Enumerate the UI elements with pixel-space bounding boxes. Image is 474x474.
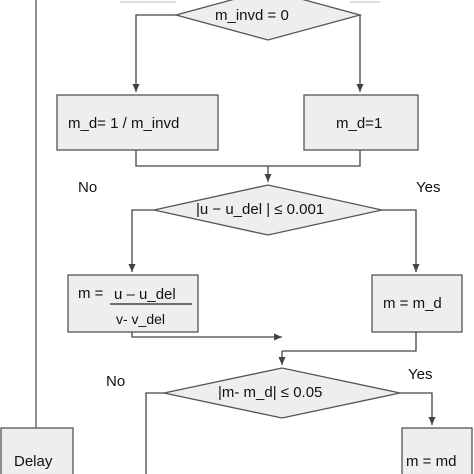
box-m-fraction-numerator: u – u_del <box>114 286 176 303</box>
edge-fraction-merge <box>131 332 282 341</box>
box-md-div <box>56 94 219 151</box>
decision-bottom-label: |m- m_d| ≤ 0.05 <box>218 384 323 401</box>
box-m-fraction-denominator: v- v_del <box>116 311 166 327</box>
box-m-eq-md2 <box>401 427 473 474</box>
box-delay <box>0 427 74 474</box>
edge-bottom-yes <box>400 392 436 425</box>
edge-label-no-1: No <box>78 179 98 196</box>
box-delay-label: Delay <box>14 453 53 470</box>
edge-label-yes-2: Yes <box>408 366 433 383</box>
edge-middle-yes <box>382 209 420 272</box>
box-md-div-label: m_d= 1 / m_invd <box>68 115 180 132</box>
box-md-one <box>303 94 419 151</box>
box-md-one-label: m_d=1 <box>336 115 383 132</box>
edge-top-left <box>132 14 176 92</box>
box-m-fraction-prefix: m = <box>78 285 104 302</box>
box-m-eq-md-label: m = m_d <box>383 295 442 312</box>
edge-md-one-merge <box>268 150 361 167</box>
edge-label-yes-1: Yes <box>416 179 441 196</box>
box-m-eq-md <box>371 274 463 333</box>
edge-bottom-no <box>145 392 164 474</box>
decision-top-label: m_invd = 0 <box>215 7 289 24</box>
decision-middle-label: |u − u_del | ≤ 0.001 <box>196 201 325 218</box>
edge-label-no-2: No <box>106 373 126 390</box>
edge-middle-no <box>128 209 154 272</box>
edge-m-eq-md-merge <box>282 332 417 352</box>
edge-md-div-merge <box>135 150 268 167</box>
box-m-eq-md2-label: m = md <box>406 453 457 470</box>
